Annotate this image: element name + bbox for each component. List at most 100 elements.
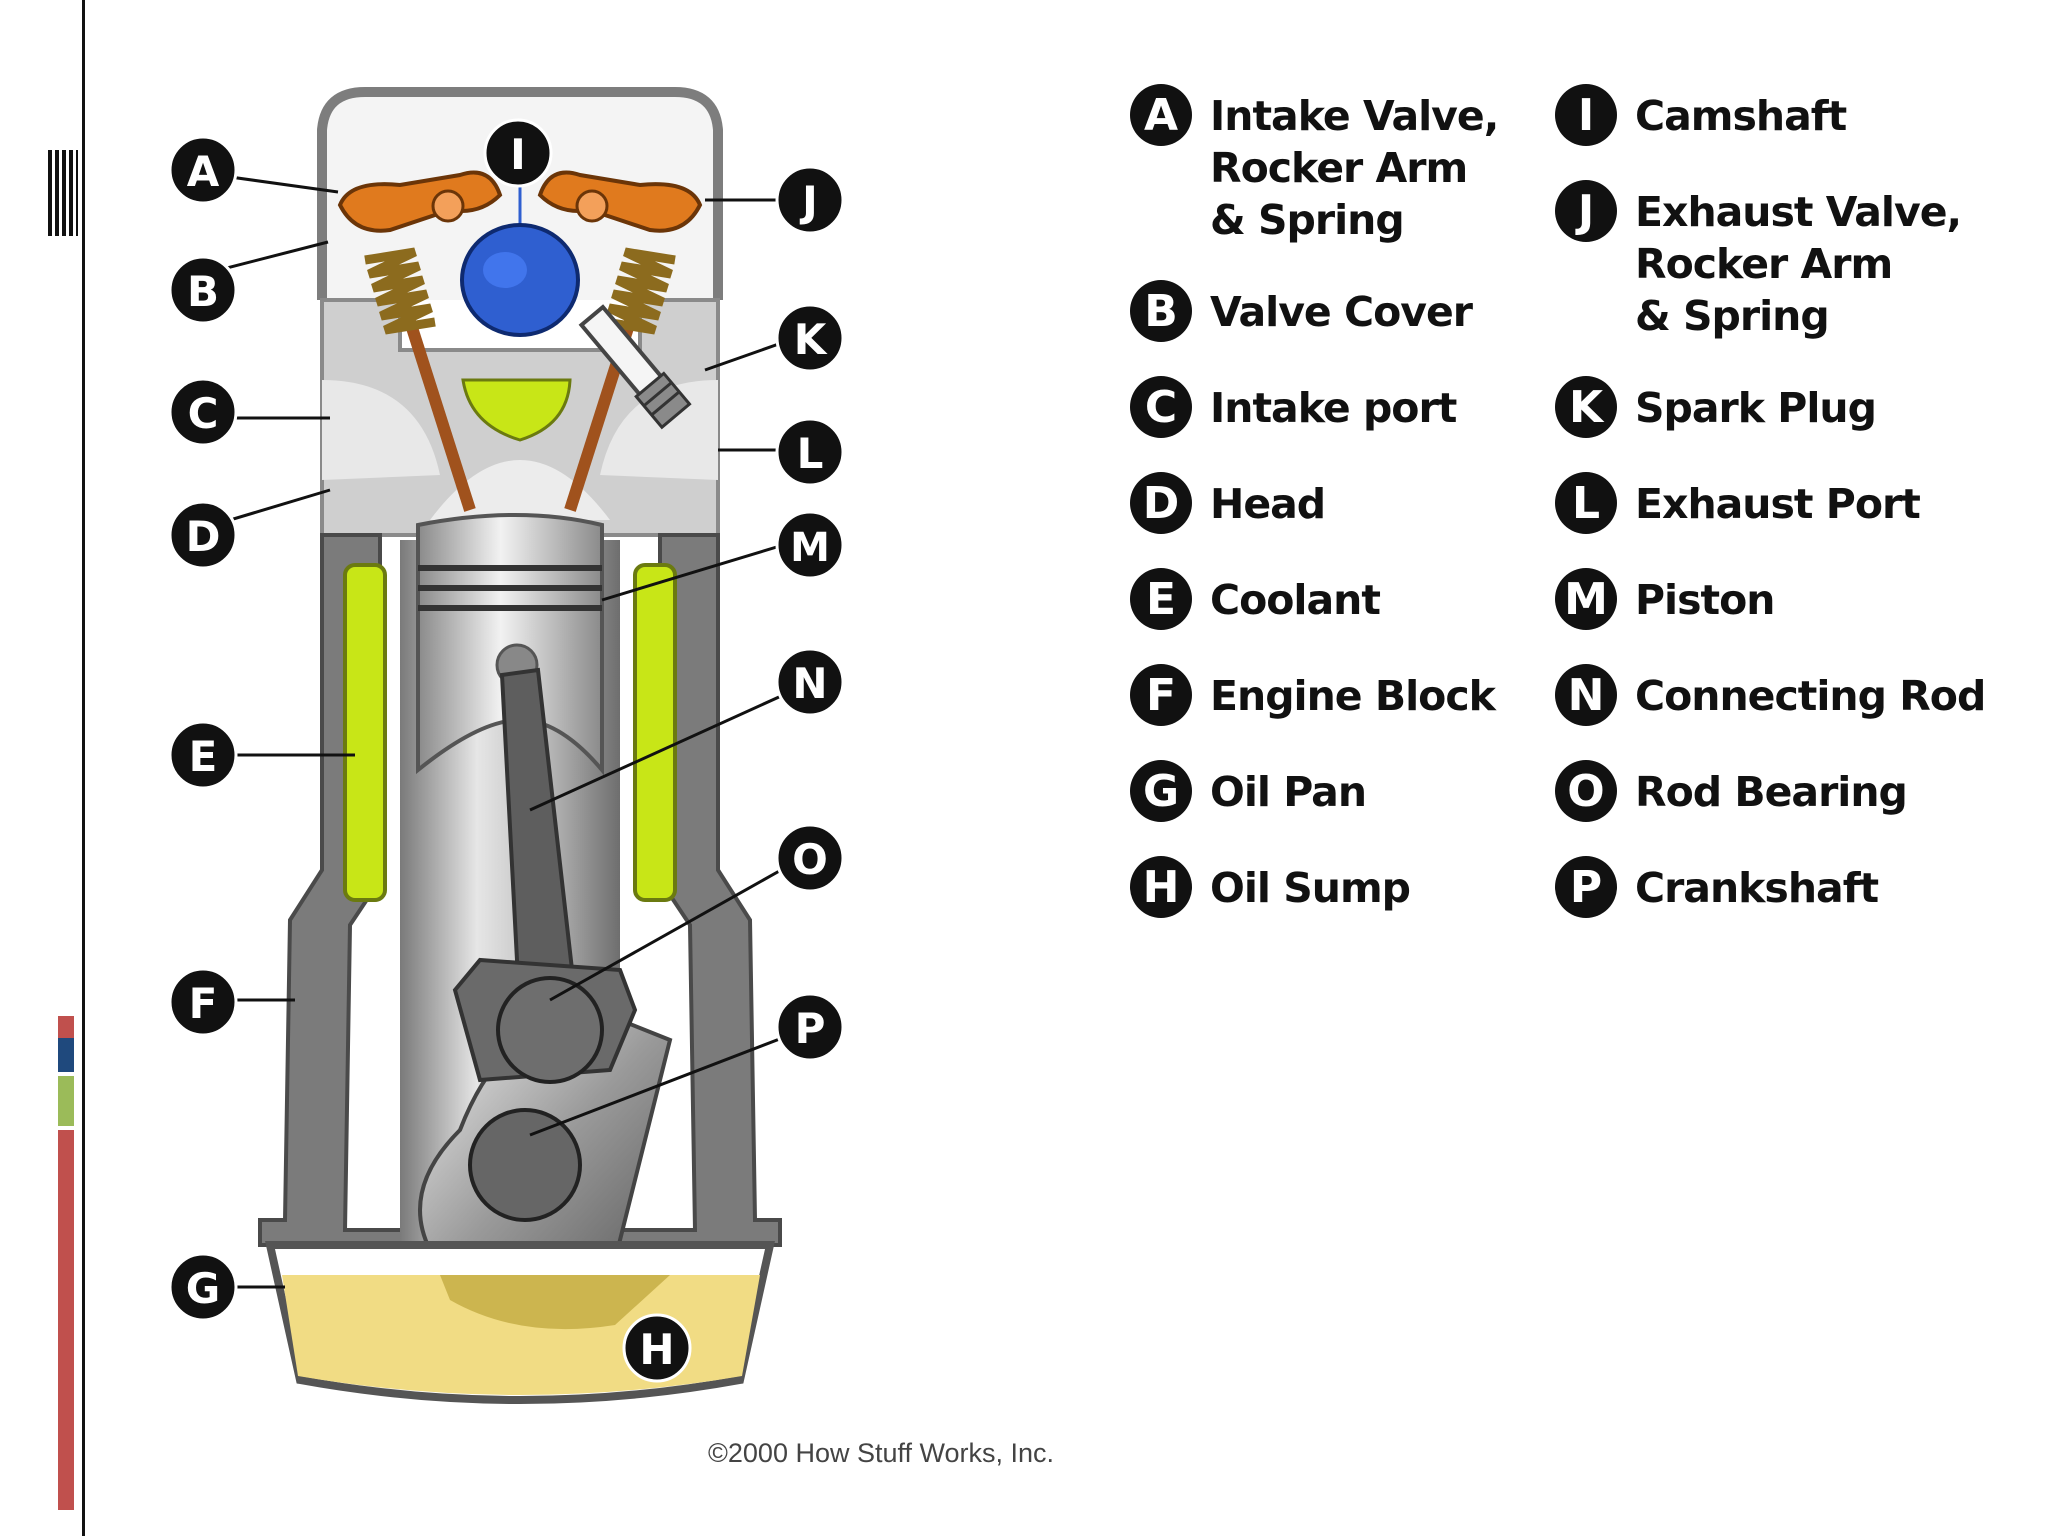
callout-E: E <box>168 720 238 790</box>
rod-bearing <box>496 976 604 1084</box>
legend-label: Valve Cover <box>1210 288 1473 336</box>
legend-badge: F <box>1130 664 1192 726</box>
legend-item-F: F Engine Block <box>1130 664 1555 726</box>
legend-badge: N <box>1555 664 1617 726</box>
legend-item-C: C Intake port <box>1130 376 1555 438</box>
legend-item-A: A Intake Valve, Rocker Arm & Spring <box>1130 84 1555 246</box>
legend-item-B: B Valve Cover <box>1130 280 1555 342</box>
svg-text:K: K <box>794 315 828 364</box>
coolant-head <box>461 378 572 442</box>
callout-L: L <box>775 417 845 487</box>
svg-text:C: C <box>188 389 219 438</box>
legend-label: Rod Bearing <box>1635 768 1908 816</box>
legend-label: Piston <box>1635 576 1775 624</box>
barcode-decoration <box>48 150 78 236</box>
leader-lines <box>179 168 791 1289</box>
legend-badge: B <box>1130 280 1192 342</box>
legend-item-J: J Exhaust Valve, Rocker Arm & Spring <box>1555 180 1995 342</box>
legend-label: Connecting Rod <box>1635 672 1986 720</box>
legend-item-K: K Spark Plug <box>1555 376 1995 438</box>
legend-label: Camshaft <box>1635 92 1847 140</box>
callout-H: H <box>622 1313 692 1383</box>
intake-port-channel <box>322 380 440 480</box>
callout-I: I <box>483 118 553 188</box>
coolant-jacket-left <box>343 563 387 902</box>
exhaust-rocker-arm <box>537 170 703 233</box>
legend-badge: O <box>1555 760 1617 822</box>
legend-label: Intake port <box>1210 384 1457 432</box>
svg-text:I: I <box>510 130 526 179</box>
svg-text:M: M <box>790 525 830 571</box>
accent-bar-red <box>58 1130 74 1510</box>
accent-bar-green <box>58 1076 74 1126</box>
crankshaft-journal <box>468 1108 582 1222</box>
leader-K <box>704 338 791 372</box>
coolant-jacket-right <box>633 563 677 902</box>
piston <box>416 513 604 776</box>
svg-text:P: P <box>795 1004 826 1053</box>
callout-J: J <box>775 165 845 235</box>
legend-badge: C <box>1130 376 1192 438</box>
callout-C: C <box>168 377 238 447</box>
callout-K: K <box>775 303 845 373</box>
legend-badge: E <box>1130 568 1192 630</box>
legend-item-H: H Oil Sump <box>1130 856 1555 918</box>
legend-label: Head <box>1210 480 1326 528</box>
legend-label: Exhaust Port <box>1635 480 1921 528</box>
parts-legend: A Intake Valve, Rocker Arm & Spring B Va… <box>1130 84 2020 924</box>
legend-label: Oil Pan <box>1210 768 1367 816</box>
svg-text:B: B <box>187 267 219 316</box>
accent-bar-blue <box>58 1038 74 1072</box>
legend-label: Exhaust Valve, Rocker Arm & Spring <box>1635 188 1962 340</box>
legend-badge: A <box>1130 84 1192 146</box>
copyright-notice: ©2000 How Stuff Works, Inc. <box>708 1438 1055 1468</box>
spark-plug <box>578 304 692 430</box>
legend-item-M: M Piston <box>1555 568 1995 630</box>
svg-text:G: G <box>186 1264 220 1313</box>
engine-cross-section-diagram: A B C D E F G I J K L M <box>168 87 845 1404</box>
callout-N: N <box>775 647 845 717</box>
callout-G: G <box>168 1252 238 1322</box>
svg-text:D: D <box>186 512 221 561</box>
svg-text:O: O <box>792 835 828 884</box>
legend-column-2: I Camshaft J Exhaust Valve, Rocker Arm &… <box>1555 84 1995 952</box>
legend-badge: P <box>1555 856 1617 918</box>
legend-badge: K <box>1555 376 1617 438</box>
legend-item-P: P Crankshaft <box>1555 856 1995 918</box>
callout-F: F <box>168 967 238 1037</box>
legend-item-N: N Connecting Rod <box>1555 664 1995 726</box>
svg-text:H: H <box>639 1325 674 1374</box>
legend-badge: M <box>1555 568 1617 630</box>
legend-badge: D <box>1130 472 1192 534</box>
intake-rocker-arm <box>337 170 503 233</box>
legend-label: Engine Block <box>1210 672 1496 720</box>
callout-B: B <box>168 255 238 325</box>
leader-N <box>529 690 791 812</box>
intake-valve-spring <box>364 247 436 335</box>
legend-item-L: L Exhaust Port <box>1555 472 1995 534</box>
exhaust-rocker-pivot <box>575 189 609 223</box>
legend-item-E: E Coolant <box>1130 568 1555 630</box>
legend-label: Oil Sump <box>1210 864 1411 912</box>
exhaust-valve-spring <box>604 247 676 335</box>
legend-column-1: A Intake Valve, Rocker Arm & Spring B Va… <box>1130 84 1555 952</box>
callout-O: O <box>775 823 845 893</box>
leader-M <box>601 541 791 602</box>
svg-text:E: E <box>189 732 218 781</box>
callout-M: M <box>775 510 845 580</box>
callout-D: D <box>168 500 238 570</box>
oil-sump-shading <box>440 1275 670 1330</box>
svg-text:A: A <box>187 147 220 196</box>
legend-badge: G <box>1130 760 1192 822</box>
legend-item-D: D Head <box>1130 472 1555 534</box>
callout-A: A <box>168 135 238 205</box>
leader-P <box>529 1033 791 1137</box>
legend-badge: H <box>1130 856 1192 918</box>
legend-badge: J <box>1555 180 1617 242</box>
legend-label: Spark Plug <box>1635 384 1877 432</box>
legend-label: Coolant <box>1210 576 1381 624</box>
legend-item-I: I Camshaft <box>1555 84 1995 146</box>
svg-text:J: J <box>799 177 818 226</box>
legend-badge: I <box>1555 84 1617 146</box>
callout-P: P <box>775 992 845 1062</box>
